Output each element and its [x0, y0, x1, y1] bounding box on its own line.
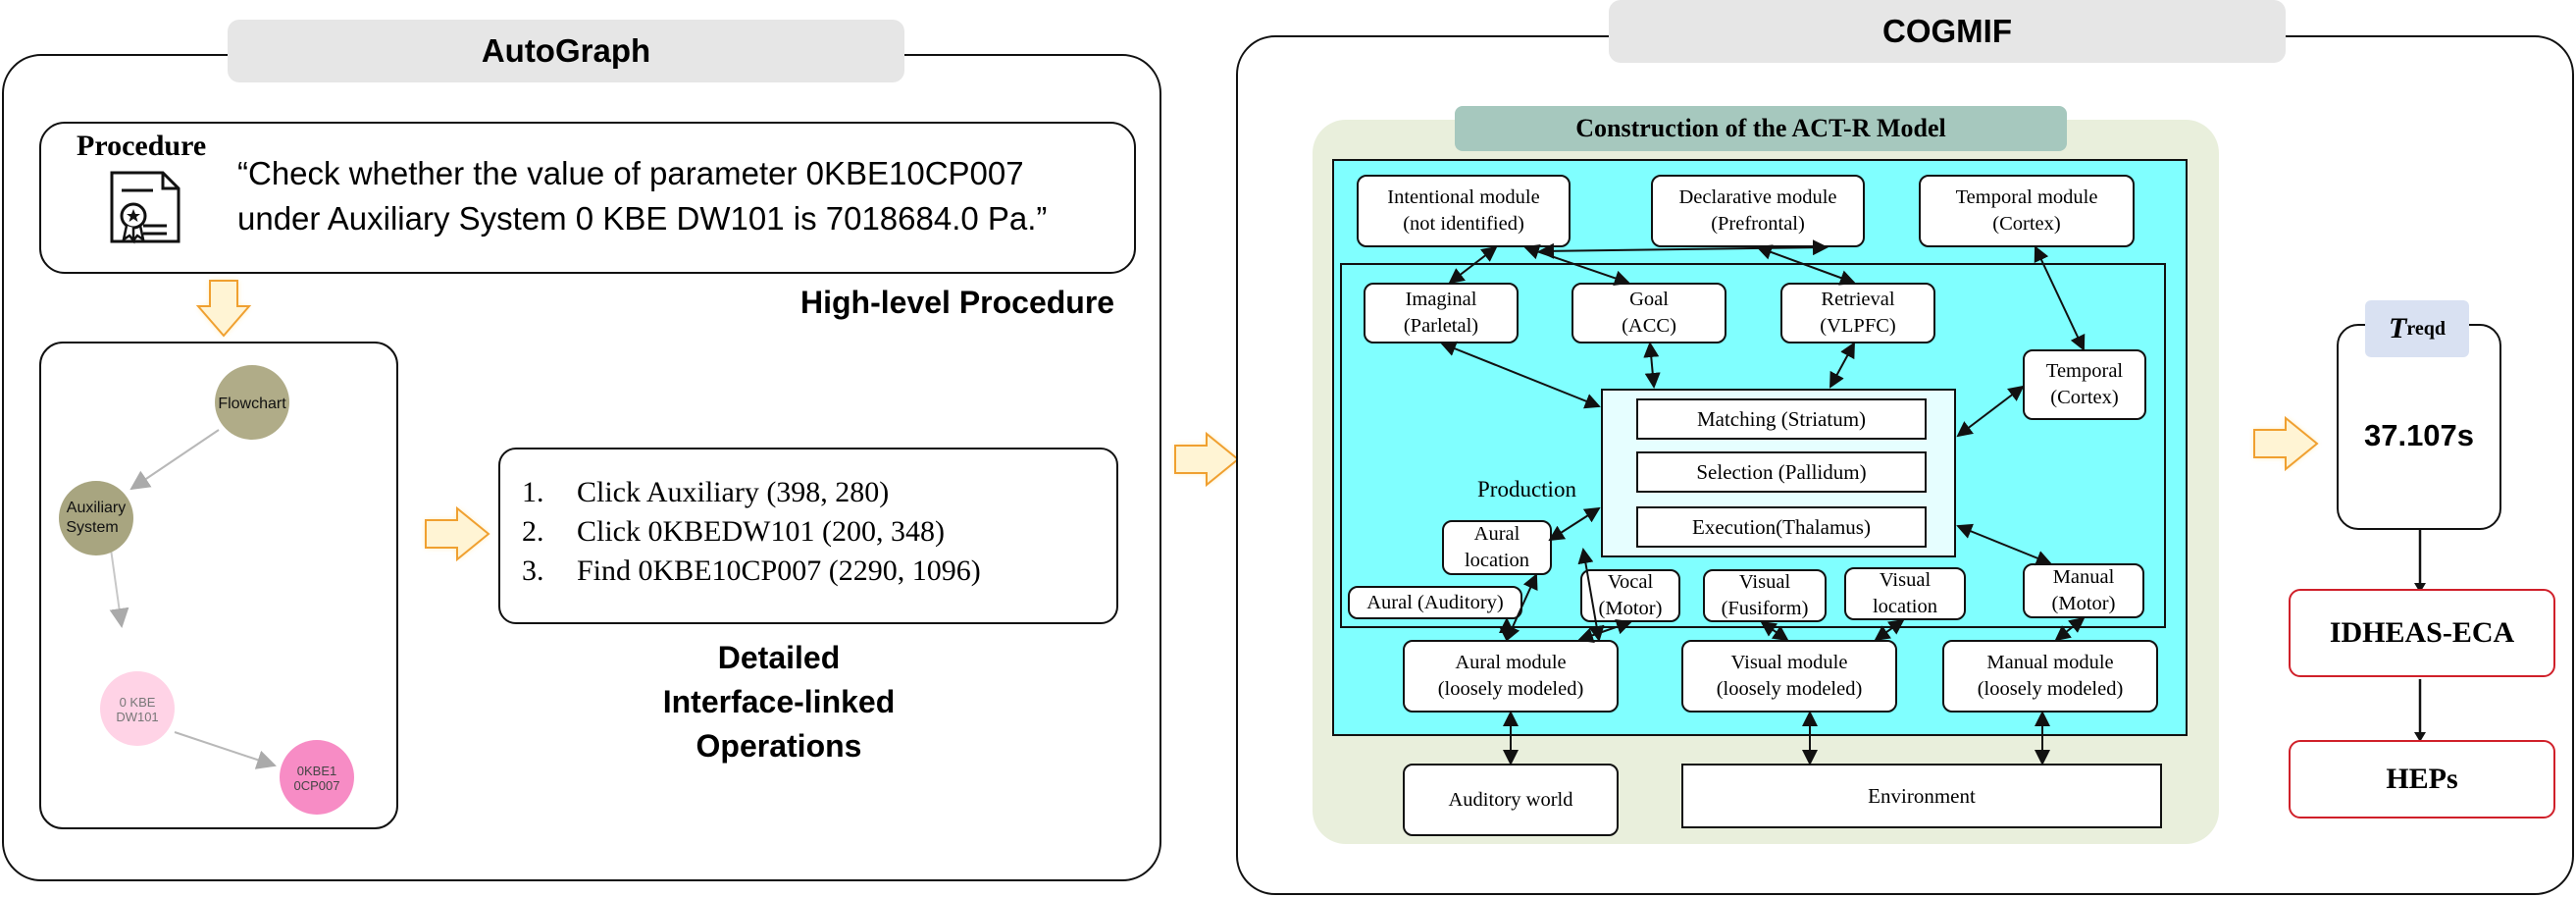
aural-buffer: Aural (Auditory) — [1348, 586, 1522, 619]
operation-item: 1.Click Auxiliary (398, 280) — [522, 476, 890, 508]
right-arrow-icon — [425, 505, 490, 562]
declarative-module: Declarative module(Prefrontal) — [1651, 175, 1865, 247]
svg-text:Flowchart: Flowchart — [218, 396, 286, 412]
certificate-icon — [110, 171, 180, 244]
detailed-caption: Detailed Interface-linked Operations — [662, 640, 896, 764]
operation-item: 3.Find 0KBE10CP007 (2290, 1096) — [522, 555, 981, 587]
high-level-caption: High-level Procedure — [800, 285, 1115, 320]
graph-node-0kbe10cp007[interactable]: 0KBE1 0CP007 — [280, 740, 354, 815]
manual-module: Manual module(loosely modeled) — [1942, 640, 2158, 713]
selection-stage: Selection (Pallidum) — [1636, 451, 1927, 493]
operation-item: 2.Click 0KBEDW101 (200, 348) — [522, 515, 945, 548]
execution-stage: Execution(Thalamus) — [1636, 506, 1927, 548]
operations-list: 1.Click Auxiliary (398, 280) 2.Click 0KB… — [522, 473, 981, 591]
treqd-box — [2337, 324, 2501, 530]
svg-text:System: System — [66, 519, 118, 536]
svg-text:0KBE1: 0KBE1 — [297, 764, 336, 778]
auditory-world: Auditory world — [1403, 764, 1619, 836]
operations-box — [498, 448, 1118, 624]
right-arrow-icon — [2253, 415, 2319, 472]
graph-node-0kbe-dw101[interactable]: 0 KBE DW101 — [100, 671, 175, 746]
temporal-module: Temporal module(Cortex) — [1919, 175, 2135, 247]
aural-module: Aural module(loosely modeled) — [1403, 640, 1619, 713]
cogmif-title: COGMIF — [1609, 0, 2286, 63]
procedure-text-line2: under Auxiliary System 0 KBE DW101 is 70… — [237, 200, 1048, 237]
graph-node-auxiliary-system[interactable]: Auxiliary System — [59, 481, 133, 555]
actr-title: Construction of the ACT-R Model — [1455, 106, 2067, 151]
autograph-title: AutoGraph — [228, 20, 904, 82]
actr-connections — [1440, 239, 2086, 766]
svg-text:Auxiliary: Auxiliary — [67, 500, 126, 516]
heps-box: HEPs — [2289, 740, 2555, 819]
visual-module: Visual module(loosely modeled) — [1681, 640, 1897, 713]
graph-node-flowchart[interactable]: Flowchart — [215, 365, 289, 440]
environment: Environment — [1681, 764, 2162, 828]
matching-stage: Matching (Striatum) — [1636, 398, 1927, 440]
procedure-label: Procedure — [77, 130, 207, 162]
treqd-value: 37.107s — [2363, 418, 2475, 452]
temporal-buffer: Temporal(Cortex) — [2023, 349, 2146, 420]
output-arrows — [2414, 530, 2426, 742]
retrieval-buffer: Retrieval(VLPFC) — [1780, 283, 1935, 343]
visual-buffer: Visual(Fusiform) — [1703, 569, 1827, 622]
procedure-box — [39, 122, 1136, 274]
knowledge-graph: Flowchart Auxiliary System 0 KBE DW101 0… — [59, 365, 354, 815]
down-arrow-icon — [195, 280, 252, 338]
idheas-eca-box: IDHEAS-ECA — [2289, 589, 2555, 677]
svg-text:0CP007: 0CP007 — [294, 778, 340, 793]
production-label: Production — [1477, 477, 1576, 502]
procedure-text-line1: “Check whether the value of parameter 0K… — [237, 155, 1024, 191]
svg-text:0 KBE: 0 KBE — [120, 695, 156, 710]
right-arrow-icon — [1174, 431, 1240, 488]
svg-text:DW101: DW101 — [116, 710, 158, 724]
